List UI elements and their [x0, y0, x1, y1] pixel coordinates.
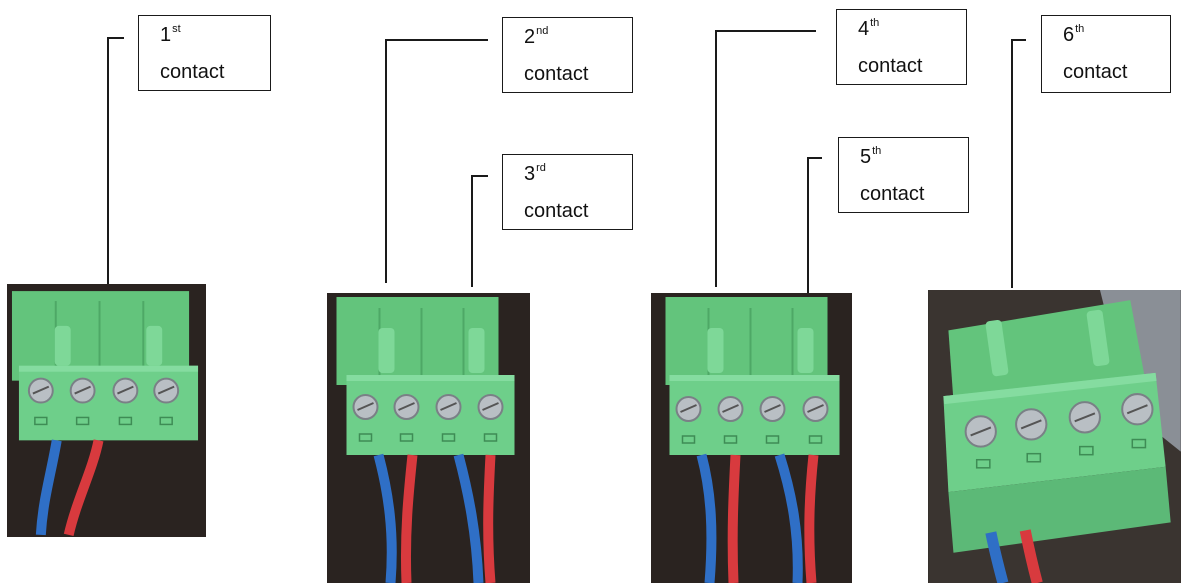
label-number: 5	[860, 146, 872, 168]
label-word: contact	[160, 61, 225, 83]
label-ordinal: rd	[536, 162, 546, 174]
label-ordinal: st	[172, 23, 181, 35]
connector-drawing	[7, 286, 206, 536]
connector-drawing	[328, 293, 529, 583]
leader-line-1	[107, 37, 124, 284]
label-ordinal: nd	[536, 25, 549, 37]
label-contact-6: 6th contact	[1041, 15, 1171, 93]
leader-line-6	[1011, 39, 1026, 288]
label-contact-5: 5th contact	[838, 137, 969, 213]
connector-photo-2	[327, 293, 530, 583]
label-contact-1: 1st contact	[138, 15, 271, 91]
leader-line-3	[471, 175, 488, 287]
label-number: 4	[858, 18, 870, 40]
label-number: 1	[160, 24, 172, 46]
label-number: 3	[524, 163, 536, 185]
label-number: 6	[1063, 24, 1075, 46]
label-ordinal: th	[872, 145, 882, 157]
label-ordinal: th	[870, 17, 880, 29]
label-contact-3: 3rd contact	[502, 154, 633, 230]
label-word: contact	[860, 183, 925, 205]
label-contact-2: 2nd contact	[502, 17, 633, 93]
connector-drawing	[651, 293, 852, 583]
label-word: contact	[524, 63, 589, 85]
leader-line-5	[807, 157, 822, 294]
label-word: contact	[858, 55, 923, 77]
label-ordinal: th	[1075, 23, 1085, 35]
label-number: 2	[524, 26, 536, 48]
label-word: contact	[524, 200, 589, 222]
leader-line-2	[385, 39, 488, 283]
connector-photo-4	[928, 290, 1181, 583]
connector-photo-3	[651, 293, 852, 583]
leader-line-4	[715, 30, 816, 287]
label-contact-4: 4th contact	[836, 9, 967, 85]
connector-photo-1	[7, 284, 206, 537]
connector-drawing	[928, 290, 1181, 583]
label-word: contact	[1063, 61, 1128, 83]
